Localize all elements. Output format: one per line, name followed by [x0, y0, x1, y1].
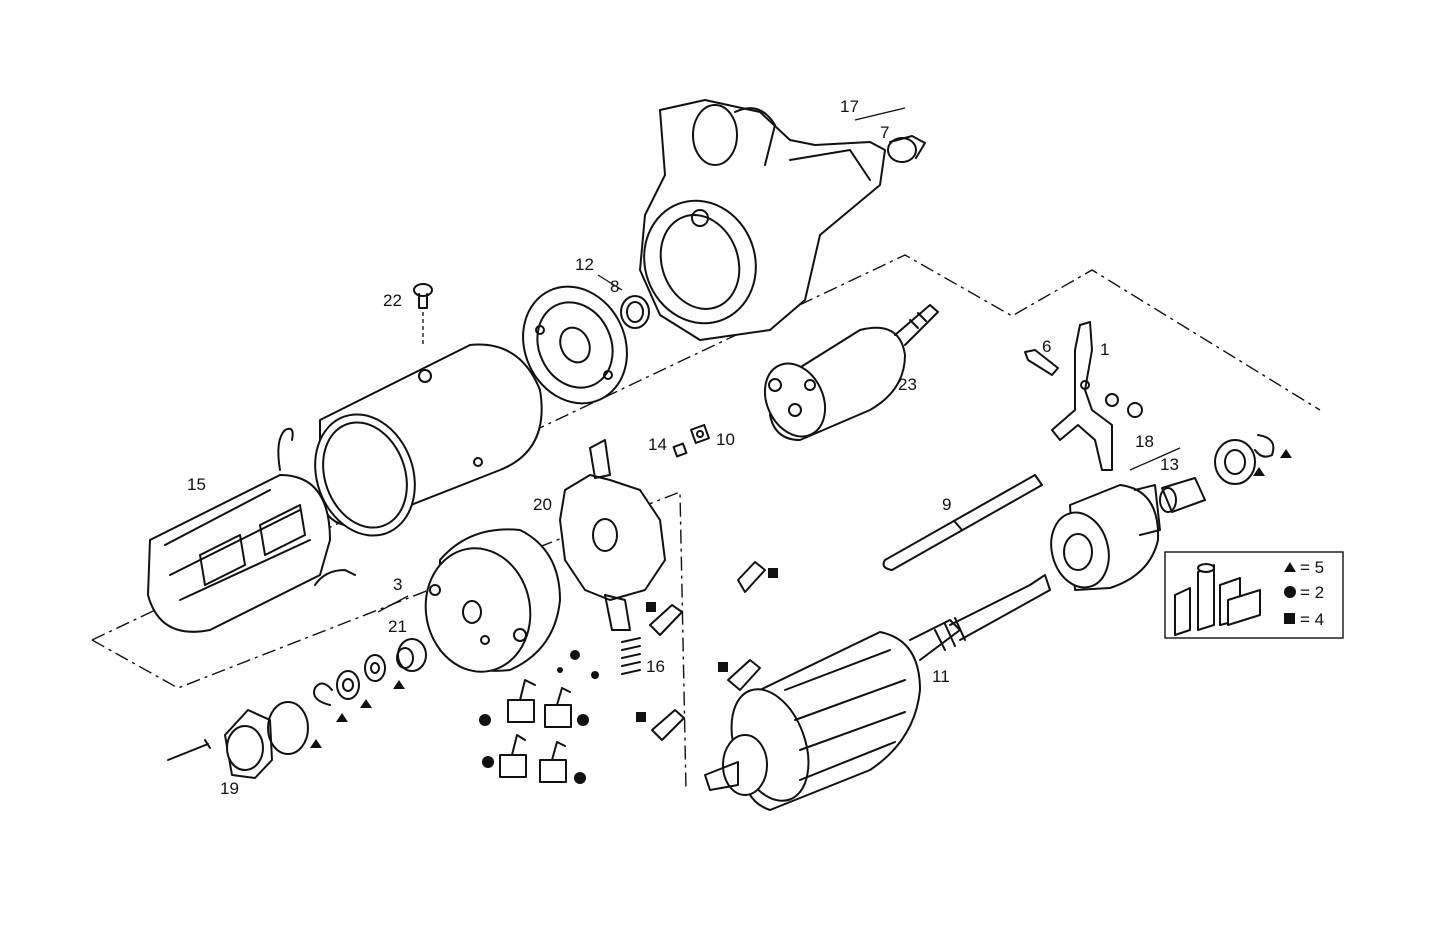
legend-triangle-icon: [1284, 562, 1296, 572]
legend-box: [1164, 551, 1344, 639]
shaft-9: [882, 474, 1043, 571]
callout-6: 6: [1042, 337, 1051, 356]
callout-20: 20: [533, 495, 552, 514]
bushing-13: [1159, 477, 1206, 513]
callout-17: 17: [840, 97, 859, 116]
armature-11: [704, 574, 1051, 811]
small-nuts: [672, 424, 710, 458]
quantity-markers: [310, 449, 1292, 784]
callout-9: 9: [942, 495, 951, 514]
callout-21: 21: [388, 617, 407, 636]
end-cap-19: [167, 701, 309, 779]
bushing-8: [620, 295, 650, 329]
callout-11: 11: [932, 667, 950, 686]
legend-circle-text: = 2: [1300, 583, 1324, 602]
bearing-and-clip: [1214, 434, 1275, 485]
callout-19: 19: [220, 779, 239, 798]
brushes: [499, 679, 572, 783]
shift-lever-1: [1051, 321, 1143, 471]
callout-7: 7: [880, 123, 889, 142]
screw-22: [413, 283, 433, 345]
callout-22: 22: [383, 291, 402, 310]
callout-18: 18: [1135, 432, 1154, 451]
brush-holder-plate: [559, 439, 666, 631]
callout-12: 12: [575, 255, 594, 274]
callout-23: 23: [898, 375, 917, 394]
legend-circle-icon: [1284, 586, 1296, 598]
legend-triangle-text: = 5: [1300, 558, 1324, 577]
callout-14: 14: [648, 435, 667, 454]
callout-10: 10: [716, 430, 735, 449]
callout-15: 15: [187, 475, 206, 494]
field-coil-assembly: [147, 427, 356, 633]
end-bushing-washers: [313, 638, 427, 706]
drive-end-housing: [639, 99, 886, 341]
legend-square-icon: [1284, 613, 1295, 624]
drive-pinion-18: [1050, 484, 1161, 591]
brush-spring: [621, 637, 641, 675]
callout-1: 1: [1100, 340, 1109, 359]
callout-3: 3: [393, 575, 402, 594]
end-cover: [424, 528, 561, 673]
callout-16: 16: [646, 657, 665, 676]
leader-lines: [377, 107, 1181, 613]
brush-tiles: [649, 561, 766, 741]
commutator-end-plate: [522, 285, 628, 405]
legend-square-text: = 4: [1300, 610, 1324, 629]
solenoid-23: [763, 304, 939, 441]
callout-8: 8: [610, 277, 619, 296]
bushing-7: [887, 135, 926, 163]
callout-13: 13: [1160, 455, 1179, 474]
bolt-6: [1024, 349, 1059, 376]
assembly-boundary: [91, 254, 1321, 791]
motor-yoke: [314, 343, 543, 537]
